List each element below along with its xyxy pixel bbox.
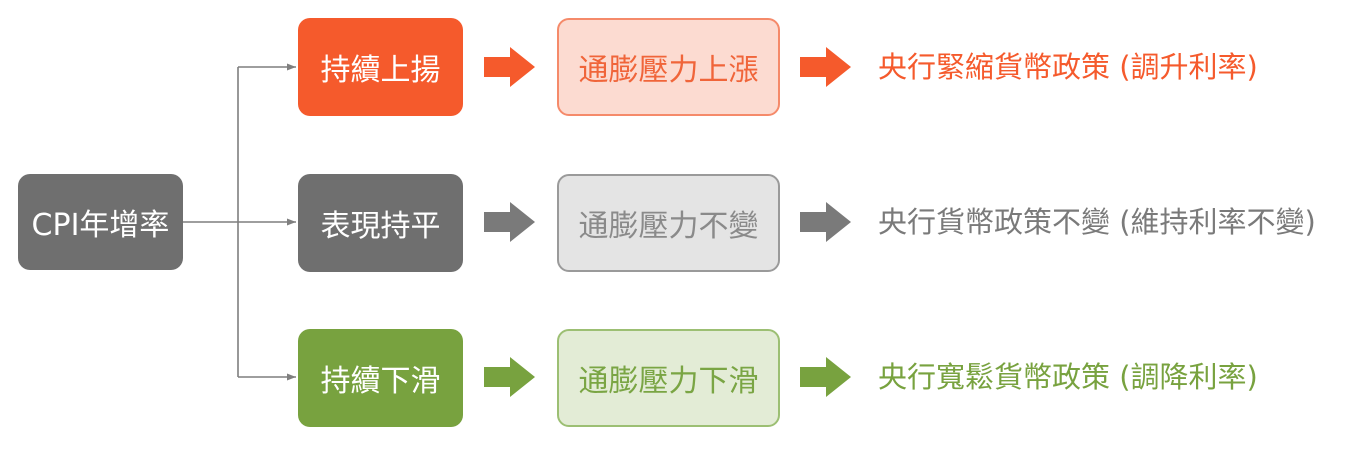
trend-flat-label: 表現持平 bbox=[320, 209, 441, 244]
pressure-falling-label: 通膨壓力下滑 bbox=[578, 364, 759, 399]
pressure-falling-node: 通膨壓力下滑 bbox=[557, 329, 780, 427]
arrow-flat-to-pressure bbox=[484, 202, 535, 242]
arrow-pressure-to-policy-falling bbox=[800, 357, 851, 397]
trend-falling-label: 持續下滑 bbox=[320, 364, 441, 399]
arrow-rising-to-pressure bbox=[484, 47, 535, 87]
pressure-rising-node: 通膨壓力上漲 bbox=[557, 18, 780, 116]
trend-falling-node: 持續下滑 bbox=[298, 329, 463, 427]
policy-flat-text: 央行貨幣政策不變 (維持利率不變) bbox=[878, 205, 1316, 239]
arrow-pressure-to-policy-rising bbox=[800, 47, 851, 87]
pressure-flat-label: 通膨壓力不變 bbox=[578, 209, 759, 244]
trend-flat-node: 表現持平 bbox=[298, 174, 463, 272]
pressure-rising-label: 通膨壓力上漲 bbox=[578, 53, 759, 88]
cpi-root-node: CPI年增率 bbox=[18, 174, 183, 270]
arrow-falling-to-pressure bbox=[484, 357, 535, 397]
pressure-flat-node: 通膨壓力不變 bbox=[557, 174, 780, 272]
trend-rising-label: 持續上揚 bbox=[320, 53, 441, 88]
arrow-pressure-to-policy-flat bbox=[800, 202, 851, 242]
connector-trunk bbox=[183, 67, 239, 377]
policy-rising-text: 央行緊縮貨幣政策 (調升利率) bbox=[878, 50, 1258, 84]
policy-falling-text: 央行寬鬆貨幣政策 (調降利率) bbox=[878, 360, 1258, 394]
cpi-root-label: CPI年增率 bbox=[31, 208, 170, 243]
trend-rising-node: 持續上揚 bbox=[298, 18, 463, 116]
